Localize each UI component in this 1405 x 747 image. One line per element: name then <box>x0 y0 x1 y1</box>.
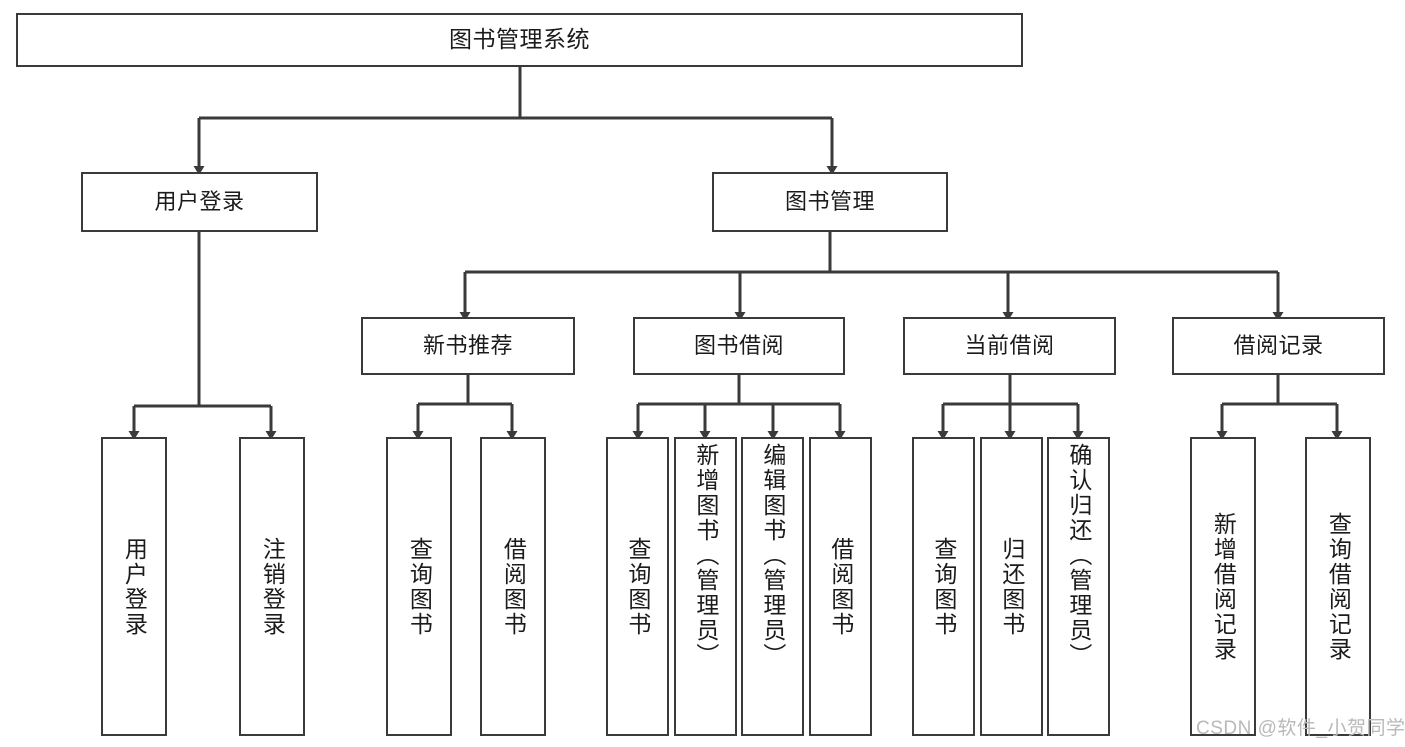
node-label: 借阅记录 <box>1233 332 1324 358</box>
leaf-logout[interactable]: 注销登录 <box>239 437 305 736</box>
leaf-confirm-return-admin[interactable]: 确认归还（管理员） <box>1047 437 1110 736</box>
node-label: 查询图书 <box>624 536 651 637</box>
node-book-management[interactable]: 图书管理 <box>712 172 948 232</box>
node-label: 归还图书 <box>998 536 1025 637</box>
node-book-borrow[interactable]: 图书借阅 <box>633 317 845 375</box>
node-label: 当前借阅 <box>964 332 1055 358</box>
leaf-query-borrow-record[interactable]: 查询借阅记录 <box>1305 437 1371 736</box>
leaf-user-login[interactable]: 用户登录 <box>101 437 167 736</box>
leaf-borrow-book-recommend[interactable]: 借阅图书 <box>480 437 546 736</box>
node-label: 新增图书（管理员） <box>692 443 719 668</box>
node-label: 查询借阅记录 <box>1325 511 1352 662</box>
leaf-borrow-book[interactable]: 借阅图书 <box>809 437 872 736</box>
node-label: 借阅图书 <box>827 536 854 637</box>
node-label: 编辑图书（管理员） <box>759 443 786 668</box>
leaf-add-book-admin[interactable]: 新增图书（管理员） <box>674 437 737 736</box>
node-label: 图书管理系统 <box>449 26 590 53</box>
node-label: 新增借阅记录 <box>1210 511 1237 662</box>
node-label: 注销登录 <box>259 536 286 637</box>
watermark: CSDN @软件_小贺同学 <box>1196 718 1405 739</box>
node-new-book-recommend[interactable]: 新书推荐 <box>361 317 575 375</box>
node-user-login[interactable]: 用户登录 <box>81 172 318 232</box>
node-label: 确认归还（管理员） <box>1065 443 1092 668</box>
node-label: 图书管理 <box>784 188 875 214</box>
node-borrow-record[interactable]: 借阅记录 <box>1172 317 1385 375</box>
node-label: 查询图书 <box>406 536 433 637</box>
leaf-query-book-borrow[interactable]: 查询图书 <box>606 437 669 736</box>
leaf-return-book[interactable]: 归还图书 <box>980 437 1043 736</box>
node-root-system[interactable]: 图书管理系统 <box>16 13 1023 67</box>
node-label: 用户登录 <box>121 536 148 637</box>
leaf-add-borrow-record[interactable]: 新增借阅记录 <box>1190 437 1256 736</box>
node-label: 新书推荐 <box>422 332 513 358</box>
leaf-query-book-current[interactable]: 查询图书 <box>912 437 975 736</box>
node-label: 图书借阅 <box>693 332 784 358</box>
leaf-query-book-recommend[interactable]: 查询图书 <box>386 437 452 736</box>
leaf-edit-book-admin[interactable]: 编辑图书（管理员） <box>741 437 804 736</box>
node-label: 借阅图书 <box>500 536 527 637</box>
node-label: 查询图书 <box>930 536 957 637</box>
node-current-borrow[interactable]: 当前借阅 <box>903 317 1116 375</box>
node-label: 用户登录 <box>154 188 245 214</box>
